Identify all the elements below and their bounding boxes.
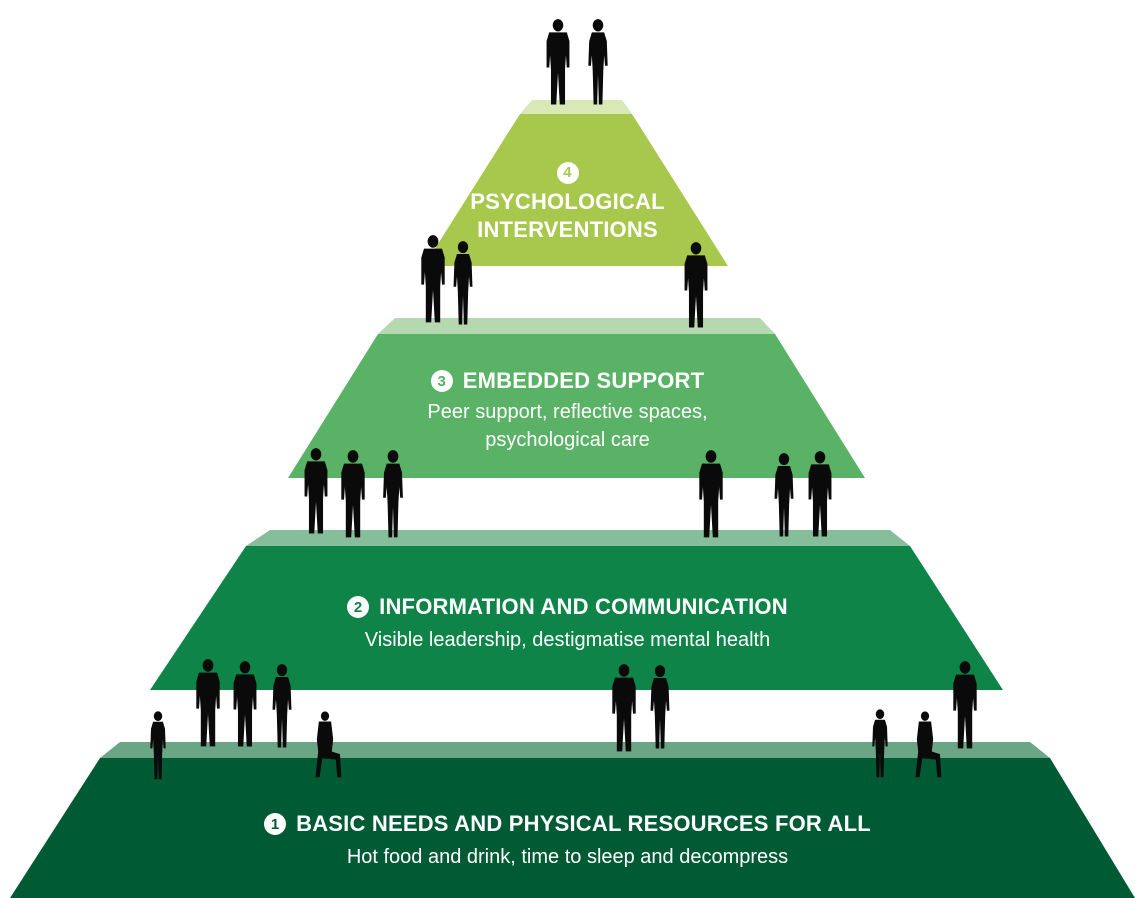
person-icon bbox=[196, 659, 220, 747]
tier-2-label: 2 INFORMATION AND COMMUNICATION Visible … bbox=[0, 594, 1135, 654]
person-icon bbox=[872, 709, 888, 778]
person-icon bbox=[684, 242, 708, 328]
tier-4-number: 4 bbox=[563, 164, 572, 181]
seated-person-icon bbox=[315, 711, 342, 778]
person-icon bbox=[774, 453, 794, 537]
person-icon bbox=[421, 235, 445, 323]
tier-3-title: EMBEDDED SUPPORT bbox=[462, 368, 705, 393]
person-icon bbox=[953, 661, 977, 749]
tier-3-label: 3 EMBEDDED SUPPORT Peer support, reflect… bbox=[0, 368, 1135, 454]
person-icon bbox=[699, 450, 723, 538]
tier-3-subtitle-line-2: psychological care bbox=[485, 429, 650, 451]
tier-3-top-face bbox=[378, 318, 775, 334]
tier-3-subtitle-line-1: Peer support, reflective spaces, bbox=[427, 401, 708, 423]
person-icon bbox=[383, 450, 403, 538]
person-icon bbox=[546, 19, 570, 105]
tier-2-number: 2 bbox=[353, 598, 363, 616]
person-icon bbox=[150, 711, 166, 780]
tier-4-number-badge: 4 bbox=[556, 162, 579, 184]
tier-2-title: INFORMATION AND COMMUNICATION bbox=[379, 594, 788, 619]
person-icon bbox=[233, 661, 257, 747]
tier-3-number: 3 bbox=[437, 372, 446, 390]
person-icon bbox=[453, 241, 473, 325]
tier-1-title: BASIC NEEDS AND PHYSICAL RESOURCES FOR A… bbox=[296, 811, 871, 836]
tier-2-front-face bbox=[150, 546, 1003, 690]
person-icon bbox=[272, 664, 292, 748]
tier-2-number-badge: 2 bbox=[347, 596, 370, 618]
tier-4-top-face bbox=[520, 100, 632, 114]
tier-1-number-badge: 1 bbox=[264, 813, 287, 835]
person-icon bbox=[808, 451, 832, 537]
tier-1-number: 1 bbox=[270, 815, 280, 833]
tier-2-top-face bbox=[246, 530, 910, 546]
person-icon bbox=[650, 665, 670, 749]
tier-2-subtitle: Visible leadership, destigmatise mental … bbox=[364, 629, 771, 651]
tier-4-title-line-1: PSYCHOLOGICAL bbox=[470, 189, 665, 214]
tier-4-front-face bbox=[424, 114, 728, 266]
person-icon bbox=[304, 448, 328, 534]
person-icon bbox=[612, 664, 636, 752]
tier-1-label: 1 BASIC NEEDS AND PHYSICAL RESOURCES FOR… bbox=[0, 811, 1135, 871]
tier-3-front-face bbox=[288, 334, 865, 478]
tier-3-number-badge: 3 bbox=[430, 370, 453, 392]
people-silhouettes bbox=[150, 19, 977, 780]
tier-1-subtitle: Hot food and drink, time to sleep and de… bbox=[346, 846, 789, 868]
tier-4-title-line-2: INTERVENTIONS bbox=[477, 217, 658, 242]
seated-person-icon bbox=[915, 711, 942, 778]
tier-4-label: 4 PSYCHOLOGICAL INTERVENTIONS bbox=[0, 162, 1135, 244]
person-icon bbox=[588, 19, 608, 105]
tier-1-front-face bbox=[10, 758, 1135, 898]
person-icon bbox=[341, 450, 365, 538]
